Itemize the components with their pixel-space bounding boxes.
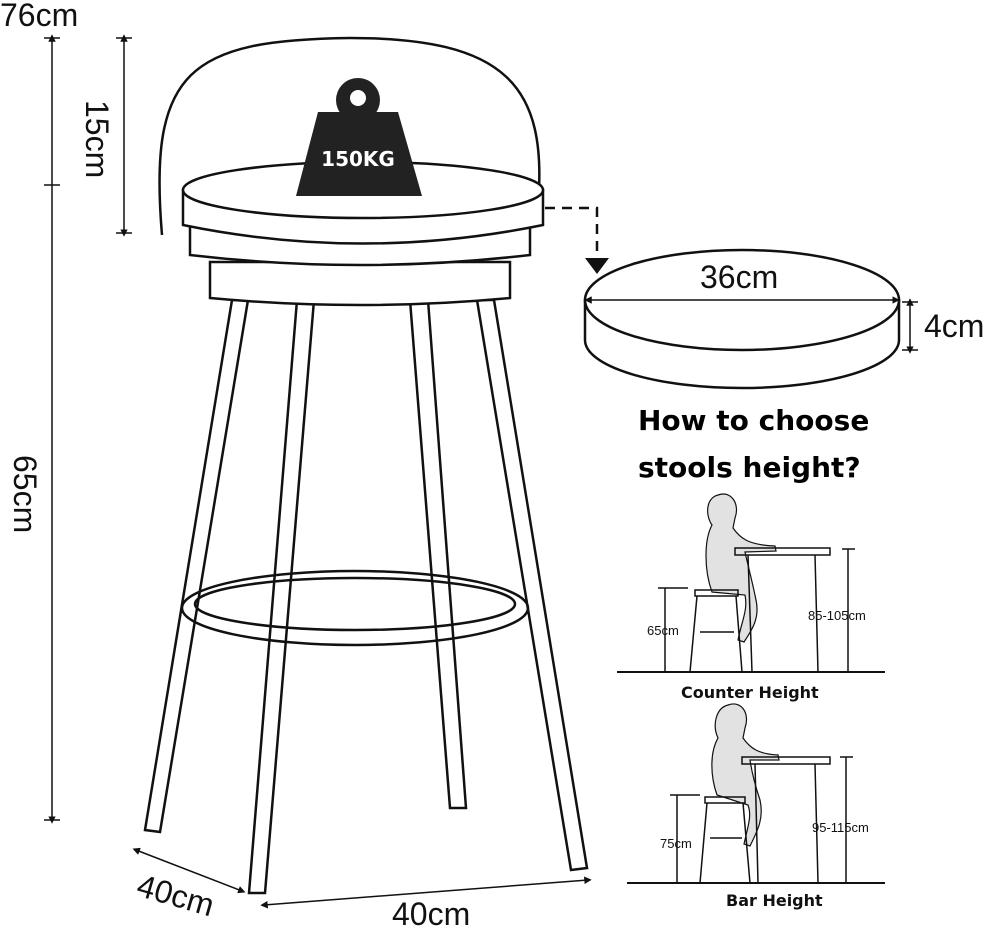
stool-swivel [208, 260, 512, 307]
counter-height-figure: 65cm 85-105cm Counter Height [617, 493, 885, 702]
dimension-lines [44, 34, 918, 909]
stool-footrest [180, 569, 530, 647]
weight-icon: 150KG [296, 78, 422, 196]
counter-stool-height: 65cm [647, 623, 679, 638]
counter-height-caption: Counter Height [681, 683, 819, 702]
guide-title-line2: stools height? [638, 451, 861, 484]
bar-table-height: 95-115cm [812, 820, 869, 835]
seat-height-label: 65cm [7, 455, 43, 533]
seat-detail [583, 248, 901, 390]
bar-height-caption: Bar Height [726, 891, 823, 910]
seat-diameter-label: 36cm [700, 259, 778, 295]
dashed-arrow [545, 206, 599, 256]
bar-stool-height: 75cm [660, 836, 692, 851]
total-height-label: 76cm [0, 0, 78, 33]
base-width-label: 40cm [392, 896, 470, 932]
counter-table-height: 85-105cm [808, 608, 866, 623]
base-depth-label: 40cm [133, 867, 218, 923]
back-height-label: 15cm [79, 100, 115, 178]
weight-label: 150KG [321, 147, 395, 171]
stool-backrest [158, 36, 541, 236]
bar-height-figure: 75cm 95-115cm Bar Height [627, 703, 885, 910]
seat-thickness-label: 4cm [924, 308, 984, 344]
stool-drawing [143, 36, 589, 895]
guide-title-line1: How to choose [638, 404, 869, 437]
stool-legs [143, 298, 589, 895]
